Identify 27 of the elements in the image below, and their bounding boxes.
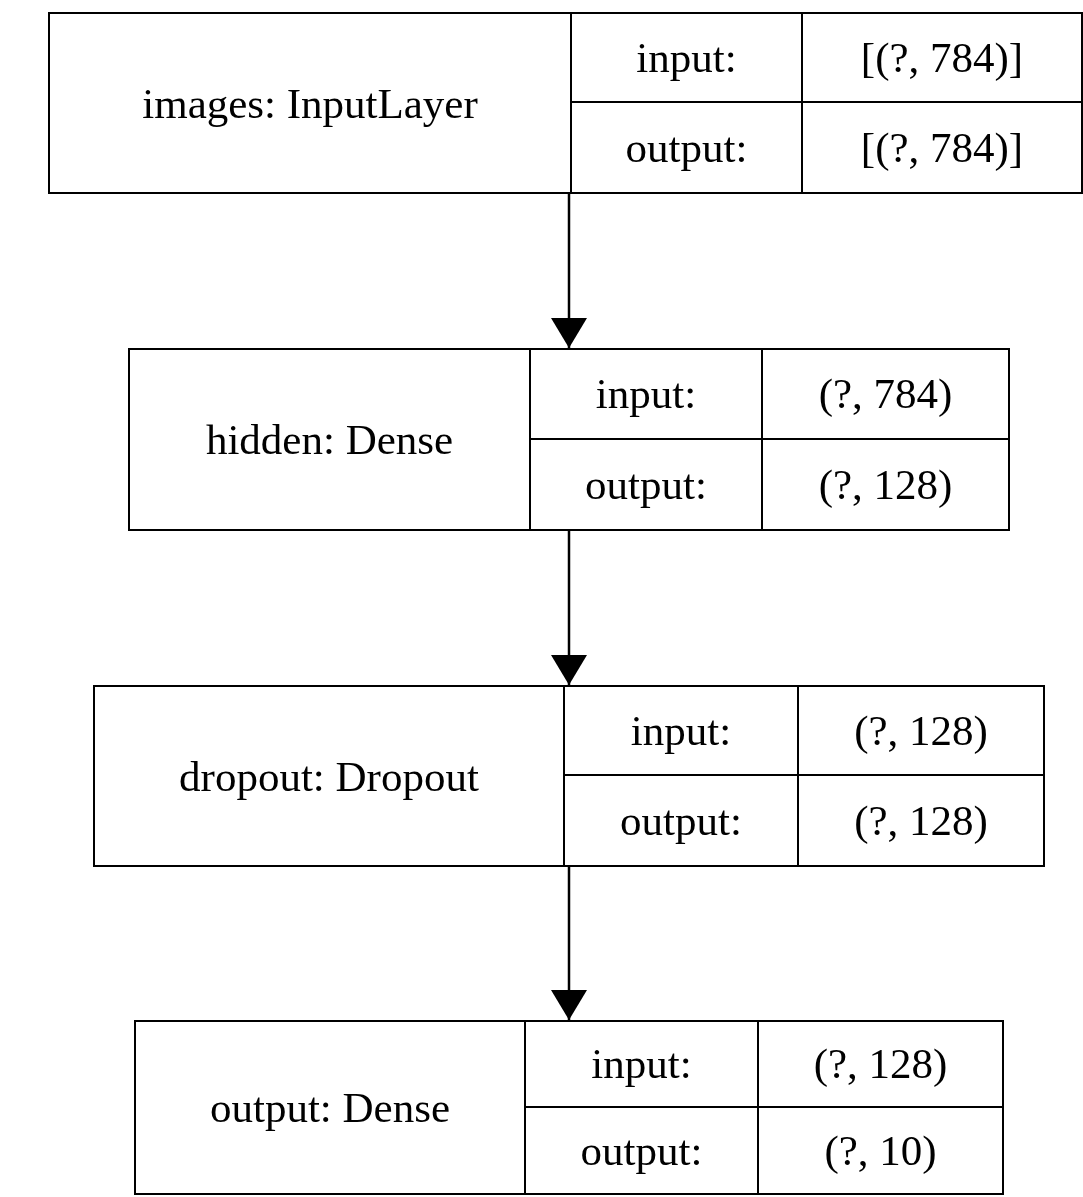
layer-name: images: InputLayer bbox=[50, 14, 572, 192]
shape-value: [(?, 784)] bbox=[859, 123, 1025, 173]
shape-value: (?, 128) bbox=[817, 459, 954, 510]
layer-name: hidden: Dense bbox=[130, 350, 531, 529]
port-label: output: bbox=[531, 439, 763, 529]
shape-value: [(?, 784)] bbox=[803, 14, 1081, 103]
arrow bbox=[551, 867, 587, 1020]
shape-value: (?, 128) bbox=[853, 796, 989, 846]
port-label: input: bbox=[531, 350, 763, 440]
shape-value: (?, 10) bbox=[823, 1125, 938, 1176]
layer-record-box bbox=[93, 685, 1045, 867]
shape-value: (?, 784) bbox=[763, 350, 1008, 440]
layer-name: dropout: Dropout bbox=[95, 687, 565, 865]
layer-record-box bbox=[134, 1020, 1004, 1195]
shape-value: (?, 128) bbox=[759, 1022, 1002, 1108]
port-label: input: bbox=[565, 687, 799, 776]
port-label: output: bbox=[565, 776, 799, 865]
port-label: input: bbox=[572, 14, 803, 103]
port-label: output: bbox=[526, 1107, 759, 1193]
layer-name: output: Dense bbox=[136, 1022, 526, 1193]
shape-value: (?, 128) bbox=[799, 687, 1043, 776]
layer-record-box bbox=[48, 12, 1083, 194]
arrow bbox=[551, 531, 587, 685]
port-label: output: bbox=[572, 103, 803, 192]
layer-record-box bbox=[128, 348, 1010, 531]
port-label: input: bbox=[526, 1022, 759, 1108]
arrow bbox=[551, 194, 587, 348]
